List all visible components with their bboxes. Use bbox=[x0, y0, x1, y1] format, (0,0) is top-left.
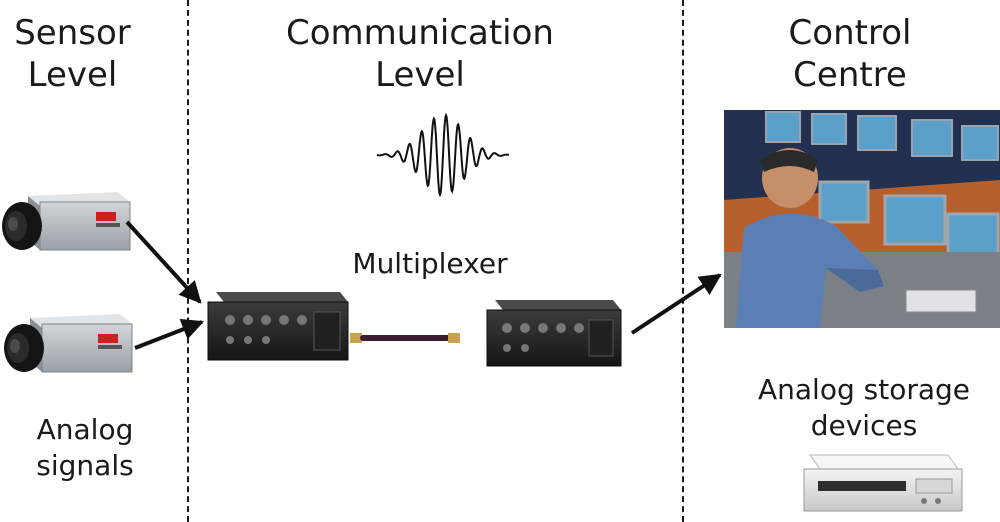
multiplexer-to-control-arrow bbox=[630, 273, 722, 335]
header-sensor-level: Sensor Level bbox=[14, 13, 131, 95]
multiplexer-icon bbox=[486, 300, 622, 367]
storage-device-icon bbox=[803, 454, 963, 512]
header-control-centre: Control Centre bbox=[788, 13, 912, 95]
analog-storage-label: Analog storage devices bbox=[757, 373, 970, 442]
cable-icon bbox=[350, 333, 460, 343]
control-room-photo bbox=[724, 110, 1000, 328]
multiplexer-icon bbox=[207, 292, 349, 361]
camera2-to-multiplexer-arrow bbox=[134, 318, 205, 350]
communication-control-divider bbox=[682, 0, 684, 522]
camera-icon bbox=[4, 314, 133, 373]
analog-signals-label: Analog signals bbox=[36, 413, 134, 482]
header-communication-level: Communication Level bbox=[286, 13, 554, 95]
sensor-communication-divider bbox=[187, 0, 189, 522]
multiplexer-label: Multiplexer bbox=[352, 247, 508, 280]
camera-icon bbox=[2, 192, 131, 251]
camera1-to-multiplexer-arrow bbox=[125, 220, 202, 304]
waveform-icon bbox=[376, 112, 510, 198]
